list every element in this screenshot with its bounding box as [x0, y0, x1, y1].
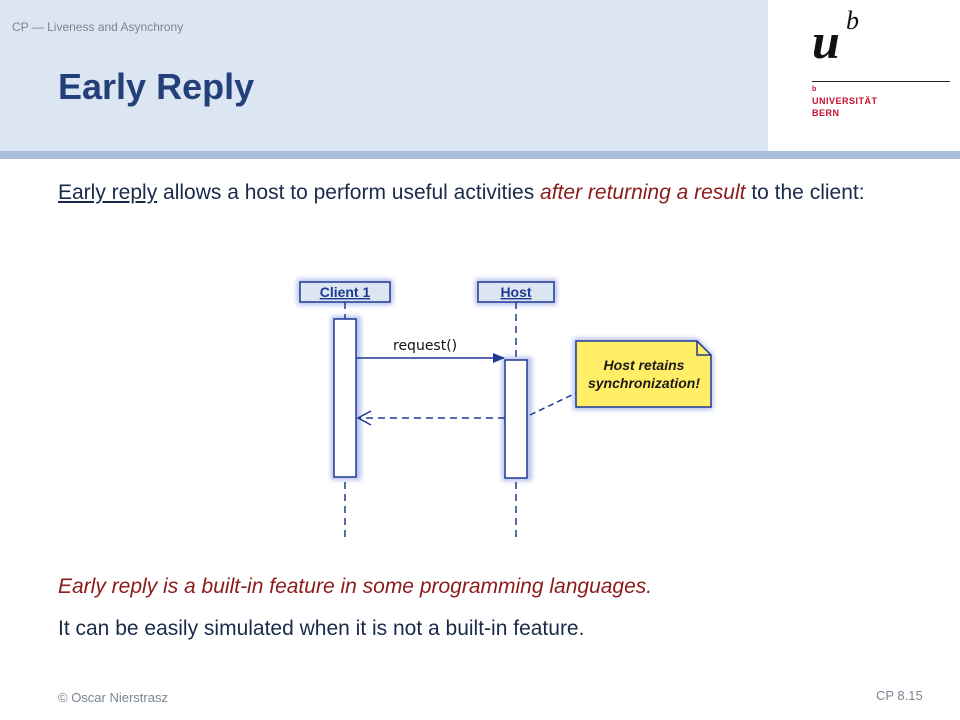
client-label: Client 1 — [320, 284, 371, 300]
intro-paragraph: Early reply allows a host to perform use… — [58, 178, 878, 207]
body-line-2: It can be easily simulated when it is no… — [58, 617, 585, 640]
logo-u-glyph: u — [812, 13, 840, 69]
logo-small-b: b — [812, 86, 817, 93]
logo-b-glyph: b — [846, 6, 859, 35]
logo-panel — [768, 0, 960, 152]
client-box — [299, 281, 391, 303]
host-label: Host — [500, 284, 531, 300]
intro-emphasis: after returning a result — [540, 181, 746, 204]
note-box — [575, 340, 712, 408]
request-label: request() — [393, 338, 457, 354]
note-fold — [696, 341, 711, 356]
header-divider — [0, 151, 960, 159]
body-line-1: Early reply is a built-in feature in som… — [58, 575, 653, 598]
note-line-2: synchronization! — [588, 375, 700, 391]
sequence-diagram: Client 1 Host request() Host retains syn… — [297, 279, 713, 540]
course-title: CP — Liveness and Asynchrony — [12, 20, 184, 34]
reply-arrowhead — [356, 410, 372, 426]
intro-text-1: allows a host to perform useful activiti… — [157, 181, 541, 204]
note-anchor-line — [529, 392, 577, 416]
client-activation — [333, 318, 357, 478]
slide-title: Early Reply — [58, 66, 255, 107]
logo-city-text: BERN — [812, 108, 840, 118]
footer-page-number: CP 8.15 — [876, 688, 923, 703]
host-activation — [504, 359, 528, 479]
host-box — [477, 281, 555, 303]
logo-rule — [812, 81, 950, 82]
footer-author: © Oscar Nierstrasz — [58, 690, 168, 705]
logo-university-text: UNIVERSITÄT — [812, 96, 878, 106]
header-band — [0, 0, 768, 152]
term-early-reply: Early reply — [58, 181, 158, 204]
intro-text-2: to the client: — [745, 181, 865, 204]
note-line-1: Host retains — [604, 357, 685, 373]
